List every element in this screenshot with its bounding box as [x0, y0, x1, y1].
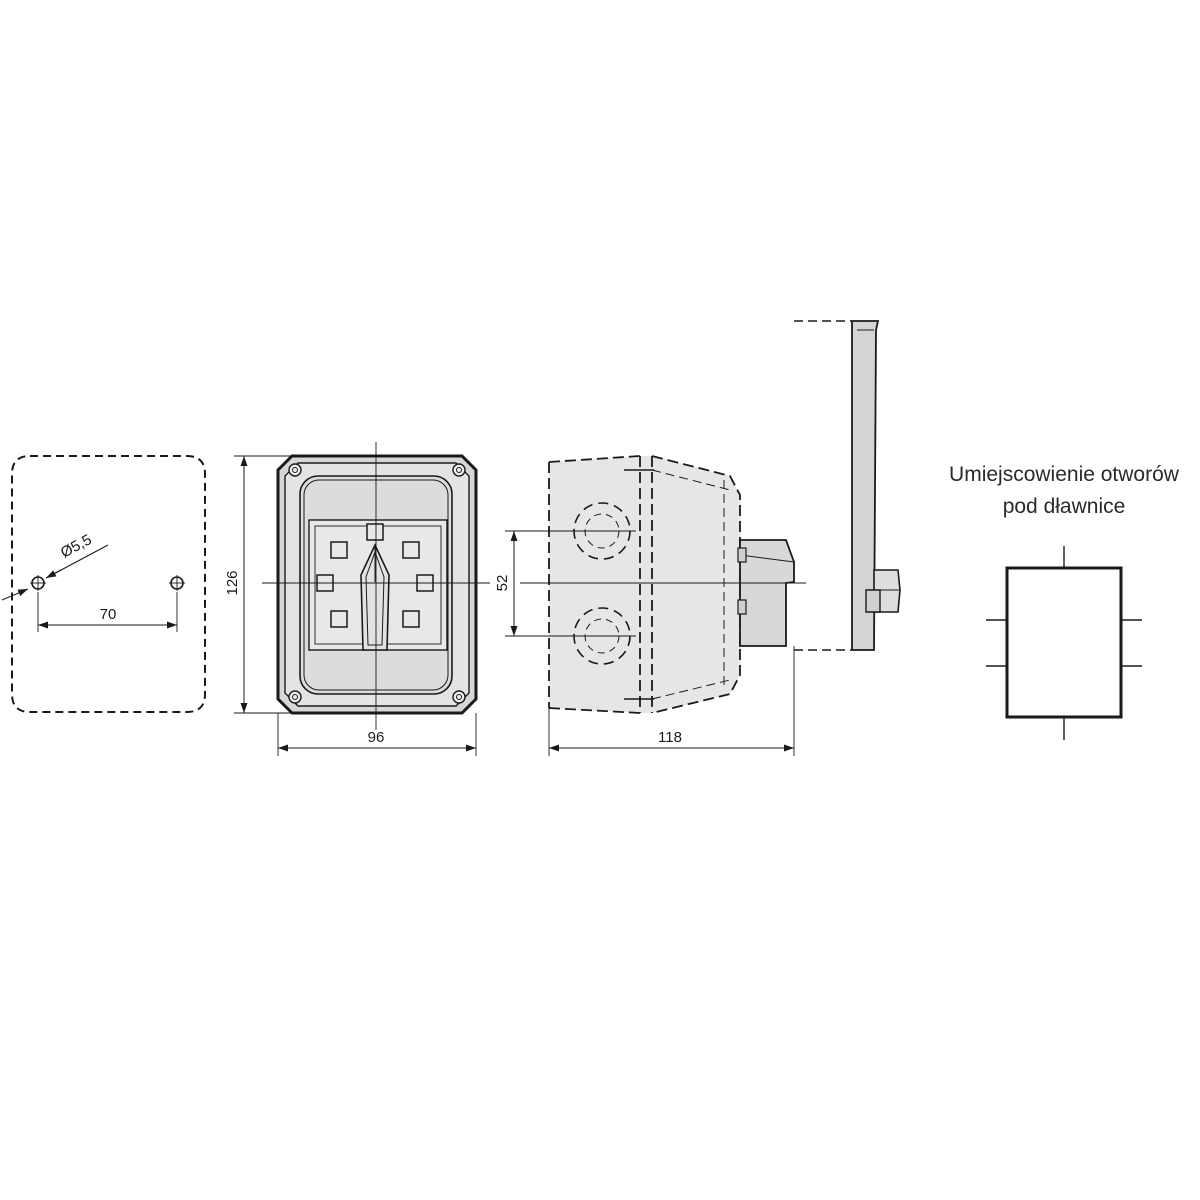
- side-view: [505, 320, 901, 756]
- side-switch-block: [739, 539, 795, 647]
- gland-spacing-label: 52: [494, 575, 511, 592]
- side-housing-body: [549, 456, 740, 713]
- front-view: [234, 442, 490, 756]
- corner-screw: [288, 463, 302, 477]
- hole-spacing-label: 70: [100, 606, 117, 623]
- hole-diameter-label: Ø5,5: [58, 531, 95, 561]
- gland-location-title-line1: Umiejscowienie otworów: [949, 463, 1180, 486]
- corner-screw: [452, 690, 466, 704]
- position-marker: [402, 610, 420, 628]
- gland-location-title-line2: pod dławnice: [1003, 495, 1126, 518]
- gland-location-diagram: [986, 546, 1142, 740]
- corner-screw: [288, 690, 302, 704]
- width-label: 96: [368, 729, 385, 746]
- mounting-outline-dashed: [11, 455, 206, 713]
- gland-location-box: [1005, 566, 1123, 719]
- position-marker: [330, 541, 348, 559]
- corner-screw: [452, 463, 466, 477]
- position-marker: [366, 523, 384, 541]
- position-marker: [402, 541, 420, 559]
- side-handle: [851, 320, 880, 651]
- height-label: 126: [224, 570, 241, 595]
- mounting-pattern-view: [1, 455, 206, 713]
- position-marker: [330, 610, 348, 628]
- depth-label: 118: [658, 729, 682, 746]
